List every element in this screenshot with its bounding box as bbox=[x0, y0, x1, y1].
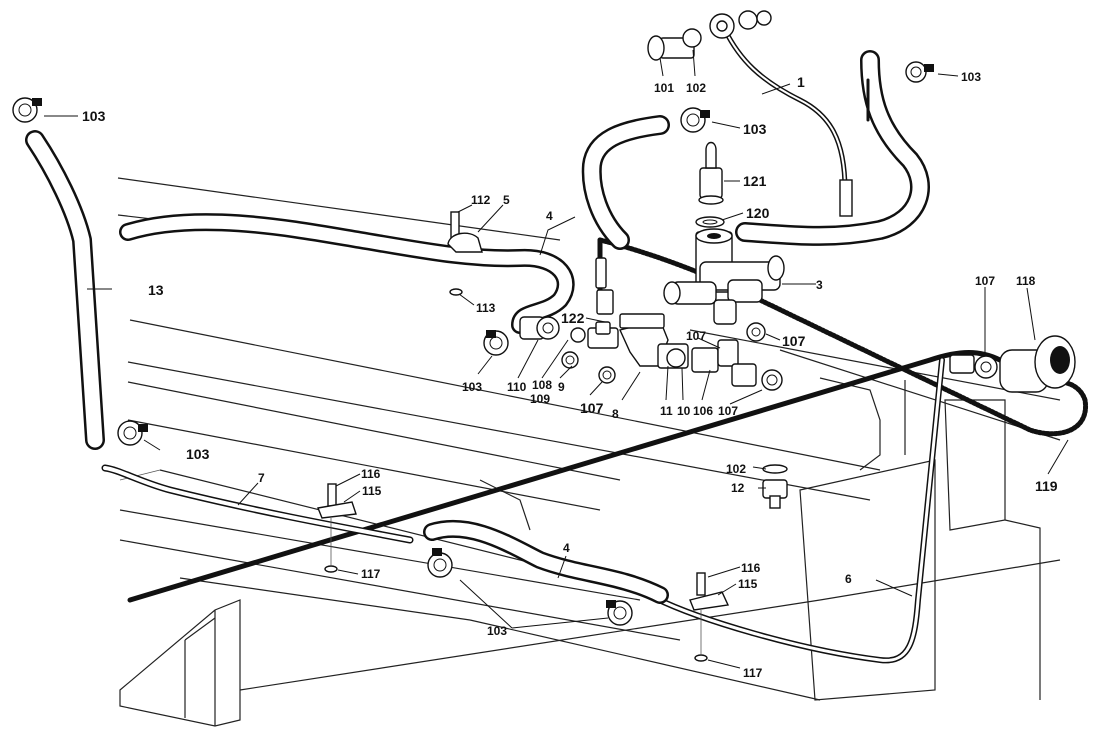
label-102: 102 bbox=[686, 81, 706, 95]
label-4: 4 bbox=[546, 209, 553, 223]
washer-120 bbox=[695, 216, 725, 228]
hose-clamp-icon bbox=[483, 330, 509, 356]
bolt-101 bbox=[647, 28, 702, 61]
hose-right-loop bbox=[735, 50, 930, 246]
hose-13 bbox=[25, 130, 105, 450]
label-106: 106 bbox=[693, 404, 713, 418]
label-117: 117 bbox=[361, 567, 381, 581]
label-118: 118 bbox=[1016, 274, 1036, 288]
label-116: 116 bbox=[361, 467, 381, 481]
fittings-row bbox=[519, 257, 783, 391]
label-103: 103 bbox=[462, 380, 482, 394]
label-122: 122 bbox=[561, 310, 585, 326]
chassis-frame bbox=[117, 177, 1061, 727]
label-11: 11 bbox=[660, 404, 673, 418]
label-116: 116 bbox=[741, 561, 761, 575]
leader-lines bbox=[44, 49, 1069, 669]
hose-clamp-icon bbox=[606, 600, 633, 626]
label-7: 7 bbox=[258, 471, 265, 485]
label-107: 107 bbox=[782, 333, 806, 349]
fitting-121 bbox=[698, 141, 724, 205]
label-120: 120 bbox=[746, 205, 770, 221]
label-117: 117 bbox=[743, 666, 763, 680]
hose-clamp-icon bbox=[680, 107, 710, 133]
pipe-6 bbox=[652, 357, 945, 664]
label-3: 3 bbox=[816, 278, 823, 292]
label-112: 112 bbox=[471, 193, 491, 207]
label-107: 107 bbox=[686, 329, 706, 343]
label-109: 109 bbox=[530, 392, 550, 406]
clip-5-bolt-112 bbox=[447, 211, 483, 296]
label-6: 6 bbox=[845, 572, 852, 586]
label-115: 115 bbox=[362, 484, 382, 498]
hose-clamp-icon bbox=[12, 97, 42, 123]
label-113: 113 bbox=[476, 301, 496, 315]
hose-4-lower bbox=[423, 519, 669, 604]
hose-clamp-icon bbox=[117, 420, 148, 446]
valve-block-3 bbox=[663, 228, 785, 325]
pipe-1 bbox=[709, 10, 853, 217]
part-labels: 1 101 102 103 103 103 121 120 3 4 5 112 … bbox=[82, 70, 1058, 680]
hose-clamp-icon bbox=[905, 61, 934, 83]
label-119: 119 bbox=[1035, 478, 1058, 494]
label-8: 8 bbox=[612, 407, 619, 421]
clip-115-bolt-116-upper bbox=[317, 483, 357, 573]
label-103: 103 bbox=[743, 121, 767, 137]
clip-115-bolt-116-lower bbox=[689, 572, 730, 662]
label-121: 121 bbox=[743, 173, 767, 189]
label-107: 107 bbox=[718, 404, 738, 418]
label-102: 102 bbox=[726, 462, 746, 476]
label-103: 103 bbox=[487, 624, 507, 638]
label-110: 110 bbox=[507, 380, 527, 394]
label-13: 13 bbox=[148, 282, 164, 298]
label-103: 103 bbox=[186, 446, 210, 462]
label-103: 103 bbox=[82, 108, 106, 124]
label-1: 1 bbox=[797, 74, 805, 90]
label-115: 115 bbox=[738, 577, 758, 591]
label-103: 103 bbox=[961, 70, 981, 84]
label-107: 107 bbox=[580, 400, 604, 416]
coupling-118 bbox=[949, 335, 1076, 393]
hose-4-upper bbox=[119, 115, 670, 334]
pipe-7 bbox=[101, 464, 414, 544]
label-5: 5 bbox=[503, 193, 510, 207]
label-101: 101 bbox=[654, 81, 674, 95]
fitting-12 bbox=[762, 464, 788, 509]
label-107: 107 bbox=[975, 274, 995, 288]
label-108: 108 bbox=[532, 378, 552, 392]
hose-clamp-icon bbox=[427, 548, 453, 578]
label-10: 10 bbox=[677, 404, 691, 418]
label-4: 4 bbox=[563, 541, 570, 555]
label-12: 12 bbox=[731, 481, 745, 495]
label-9: 9 bbox=[558, 380, 565, 394]
hose-clamp-icons bbox=[12, 61, 934, 626]
